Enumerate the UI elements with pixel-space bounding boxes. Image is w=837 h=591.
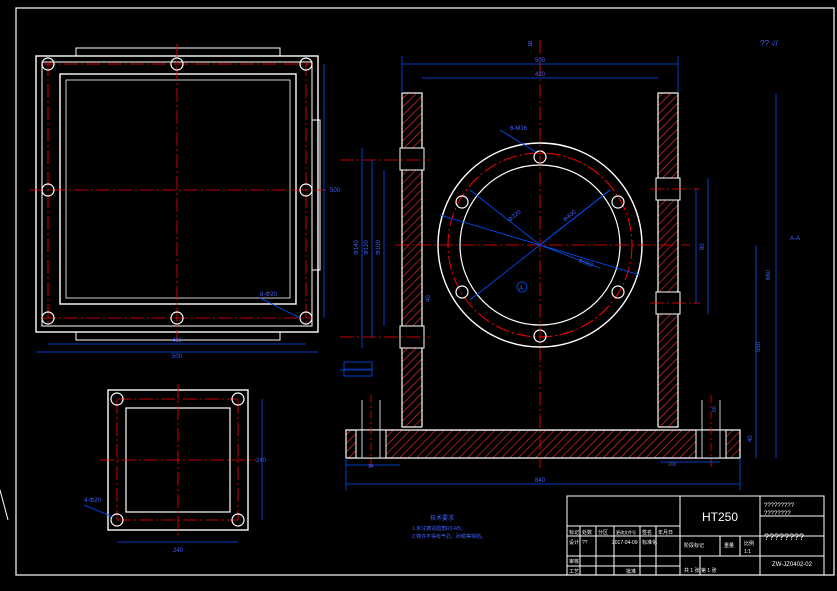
bolt-hole [231,392,245,406]
dim-top-plan-holes: 8-Φ20 [260,292,277,298]
tech-req-title: 技术要求 [430,514,454,522]
dim-small-label-3: 60 [712,406,718,412]
scale-text: 1:1 [744,549,751,555]
dim-side-boss-d1: Φ140 [354,240,360,255]
dim-base-thickness: 40 [748,435,754,442]
dim-small-plan-width: 240 [173,548,184,554]
dim-side-boss-d2: Φ120 [364,240,370,255]
flange-hole [611,195,625,209]
dim-wall-thickness: 40 [426,295,432,302]
weight-label: 重量 [724,542,734,549]
bolt-hole [41,183,55,197]
dim-side-boss-d3: Φ100 [376,240,382,255]
tech-req-line-1: 1.未注铸造圆角R3-R5； [412,525,466,532]
bolt-hole [110,392,124,406]
dim-front-overall-width: 840 [535,478,546,484]
bolt-hole [299,57,313,71]
dim-top-plan-width: 500 [172,354,183,360]
material-label: HT250 [702,510,738,524]
flange-hole [455,285,469,299]
bottom-label-1: 审核 [569,558,579,565]
tb2-label-4: 标准化 [642,539,657,546]
tb2-label-1: 设计 [569,539,579,546]
dim-small-plan-holes: 4-Φ20 [84,498,101,504]
tb-label-5: 签名 [642,529,652,536]
part-name: ???????? [764,532,804,542]
dim-small-label-2: 100 [668,462,677,468]
dim-right-boss: 80 [700,243,706,250]
tb-label-3: 分区 [598,529,608,536]
dim-small-plan-height: 240 [256,458,267,464]
dim-bore-d1: Φ360 [577,258,594,269]
bolt-hole [41,311,55,325]
bolt-hole [41,57,55,71]
tb2-label-2: ?? [582,540,588,546]
dim-top-plan-inner: 416 [172,338,183,344]
date-text: 2017-04-09 [612,540,638,546]
roughness-symbol: ?? √/ [760,39,779,48]
bottom-label-4: 批准 [626,568,636,575]
left-edge-mark [0,489,9,521]
dim-front-overall-top: 500 [535,58,546,64]
dim-hole-callout: 6-M16 [510,126,528,132]
tb-label-1: 标记 [569,529,579,536]
front-section-view [340,40,777,490]
right-mark: A-A [790,236,800,242]
drawing-number: ZW-JZ0402-02 [772,562,813,568]
dim-bore-d2: Φ320 [507,209,523,224]
bolt-hole [170,311,184,325]
scale-label: 比例 [744,540,754,547]
top-mark: B [528,41,533,48]
dim-top-plan-height: 500 [330,188,341,194]
title-line-1: ????????? [764,503,795,509]
dim-front-inner-top: 420 [535,72,546,78]
title-line-2: ???????? [764,511,791,517]
tech-req-line-2: 2.铸件不得有气孔、砂眼等缺陷。 [412,533,486,540]
dim-small-label-1: 34 [368,464,374,470]
top-plan-view [30,44,326,353]
bolt-hole [231,513,245,527]
drawing-border [15,7,835,576]
flange-hole [455,195,469,209]
tb-label-6: 年月日 [658,529,673,536]
tb-label-4: 更改文件号 [616,529,636,535]
bolt-hole [170,57,184,71]
stage-label: 阶段标记 [684,542,704,549]
flange-hole [611,285,625,299]
dim-front-height: 660 [766,269,772,280]
small-plan-view [83,384,263,543]
bolt-hole [299,183,313,197]
bottom-label-3: 工艺 [569,569,579,575]
title-block [566,495,825,576]
tb-label-2: 处数 [582,529,592,536]
dim-front-center-height: 550 [756,341,762,352]
bolt-hole [110,513,124,527]
sheet-text: 共 1 张 第 1 张 [684,567,717,574]
center-mark: A [519,286,523,292]
